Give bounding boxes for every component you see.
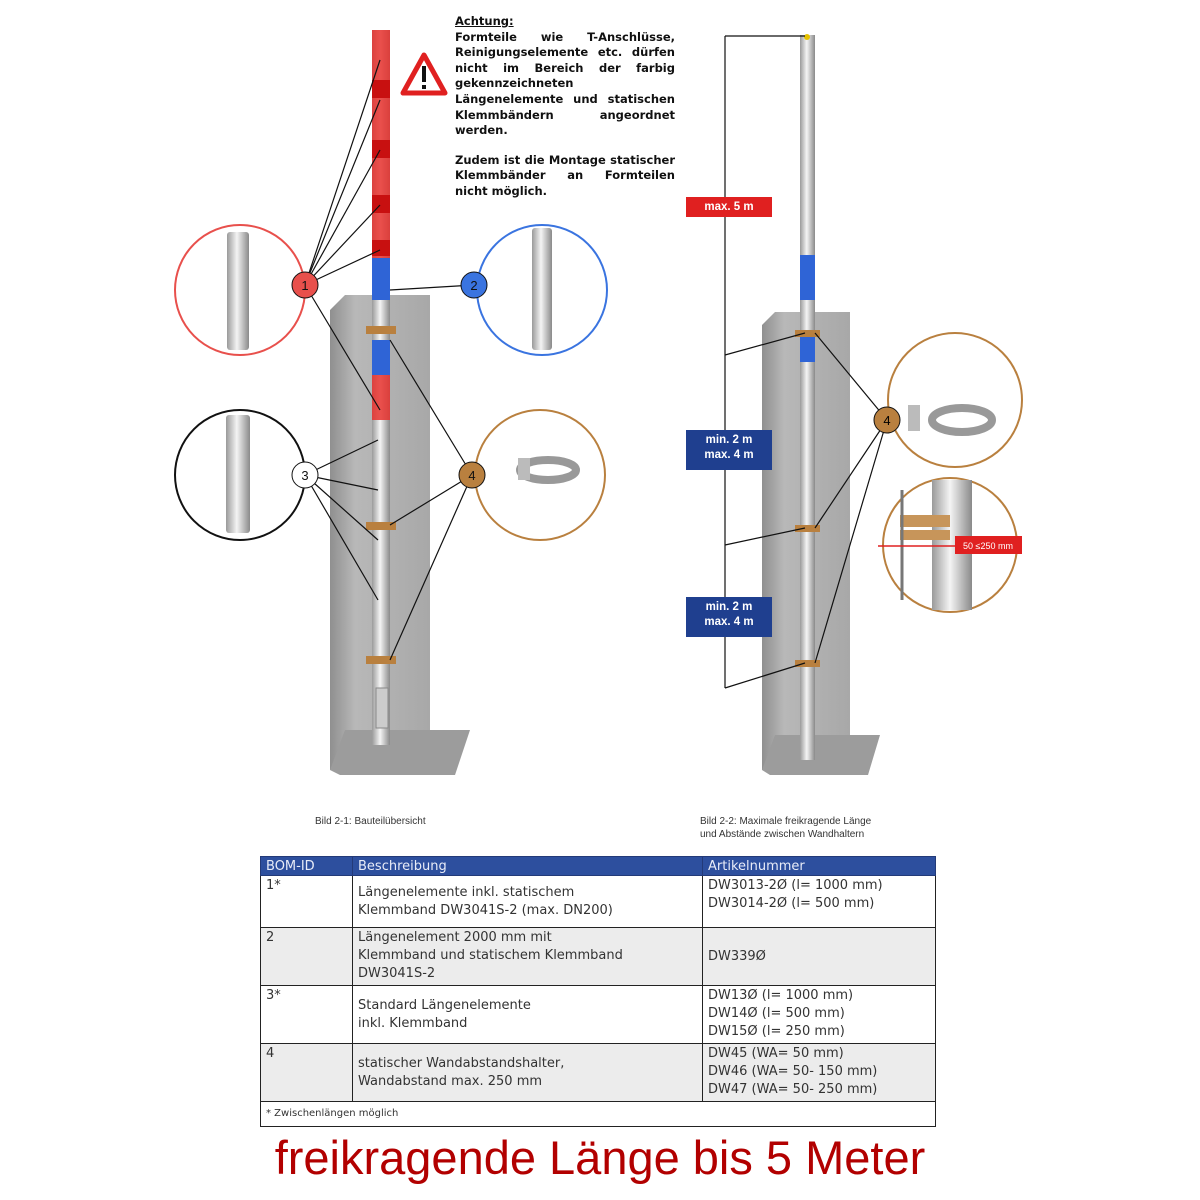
svg-text:2: 2 bbox=[470, 278, 477, 293]
dim-label-bottom: min. 2 m max. 4 m bbox=[686, 597, 772, 637]
figure-2-caption-line-2: und Abstände zwischen Wandhaltern bbox=[700, 829, 865, 840]
header-bom-id: BOM-ID bbox=[260, 856, 353, 876]
svg-text:4: 4 bbox=[468, 468, 475, 483]
cell-id: 3* bbox=[260, 985, 353, 1044]
figure-2-caption: Bild 2-2: Maximale freikragende Länge un… bbox=[700, 815, 871, 841]
cell-article: DW339Ø bbox=[702, 927, 936, 986]
detail-circle-4 bbox=[474, 409, 606, 541]
table-header-row: BOM-ID Beschreibung Artikelnummer bbox=[260, 856, 936, 876]
dim-bot-min: min. 2 m bbox=[705, 601, 753, 613]
installation-diagrams: 1 2 3 4 50 ≤250 mm 4 bbox=[174, 30, 1023, 775]
dimension-lines bbox=[724, 35, 888, 689]
wall-clamps bbox=[366, 326, 396, 664]
blue-section bbox=[372, 258, 390, 300]
dim-mid-min: min. 2 m bbox=[705, 434, 753, 446]
figure-2-chimney: 50 ≤250 mm 4 bbox=[724, 34, 1023, 775]
dim-mid-max: max. 4 m bbox=[704, 449, 754, 461]
dim-label-max-5m: max. 5 m bbox=[686, 197, 772, 217]
warning-icon bbox=[400, 52, 448, 96]
cell-article: DW3013-2Ø (l= 1000 mm)DW3014-2Ø (l= 500 … bbox=[702, 875, 936, 928]
warning-paragraph-1: Formteile wie T-Anschlüsse, Reinigungsel… bbox=[455, 29, 675, 138]
table-footnote-row: * Zwischenlängen möglich bbox=[260, 1101, 936, 1127]
dim-label-mid: min. 2 m max. 4 m bbox=[686, 430, 772, 470]
header-article-number: Artikelnummer bbox=[702, 856, 936, 876]
warning-title: Achtung: bbox=[455, 14, 514, 28]
table-row: 4 statischer Wandabstandshalter,Wandabst… bbox=[260, 1043, 936, 1102]
cell-id: 2 bbox=[260, 927, 353, 986]
cell-article: DW45 (WA= 50 mm)DW46 (WA= 50- 150 mm)DW4… bbox=[702, 1043, 936, 1102]
warning-paragraph-2: Zudem ist die Montage statischer Klemmbä… bbox=[455, 152, 675, 198]
marker-4: 4 bbox=[883, 413, 890, 428]
figure-1-chimney: 1 2 3 4 bbox=[174, 30, 608, 775]
header-description: Beschreibung bbox=[352, 856, 703, 876]
dim-bot-max: max. 4 m bbox=[704, 616, 754, 628]
svg-text:3: 3 bbox=[301, 468, 308, 483]
svg-text:1: 1 bbox=[301, 278, 308, 293]
bom-table: BOM-ID Beschreibung Artikelnummer 1* Län… bbox=[260, 856, 936, 1127]
base-plate bbox=[330, 730, 470, 775]
slogan: freikragende Länge bis 5 Meter bbox=[274, 1131, 926, 1184]
cell-article: DW13Ø (l= 1000 mm)DW14Ø (l= 500 mm)DW15Ø… bbox=[702, 985, 936, 1044]
cell-description: statischer Wandabstandshalter,Wandabstan… bbox=[352, 1043, 703, 1102]
cell-id: 1* bbox=[260, 875, 353, 928]
distance-label: 50 ≤250 mm bbox=[963, 541, 1013, 551]
warning-note: Achtung:Formteile wie T-Anschlüsse, Rein… bbox=[455, 14, 675, 214]
figure-2-caption-line-1: Bild 2-2: Maximale freikragende Länge bbox=[700, 816, 872, 827]
cell-id: 4 bbox=[260, 1043, 353, 1102]
table-footnote: * Zwischenlängen möglich bbox=[260, 1101, 936, 1127]
markers: 1 2 3 4 bbox=[291, 271, 488, 489]
figure-1-caption: Bild 2-1: Bauteilübersicht bbox=[315, 816, 426, 827]
detail-circle-holder bbox=[887, 332, 1023, 468]
